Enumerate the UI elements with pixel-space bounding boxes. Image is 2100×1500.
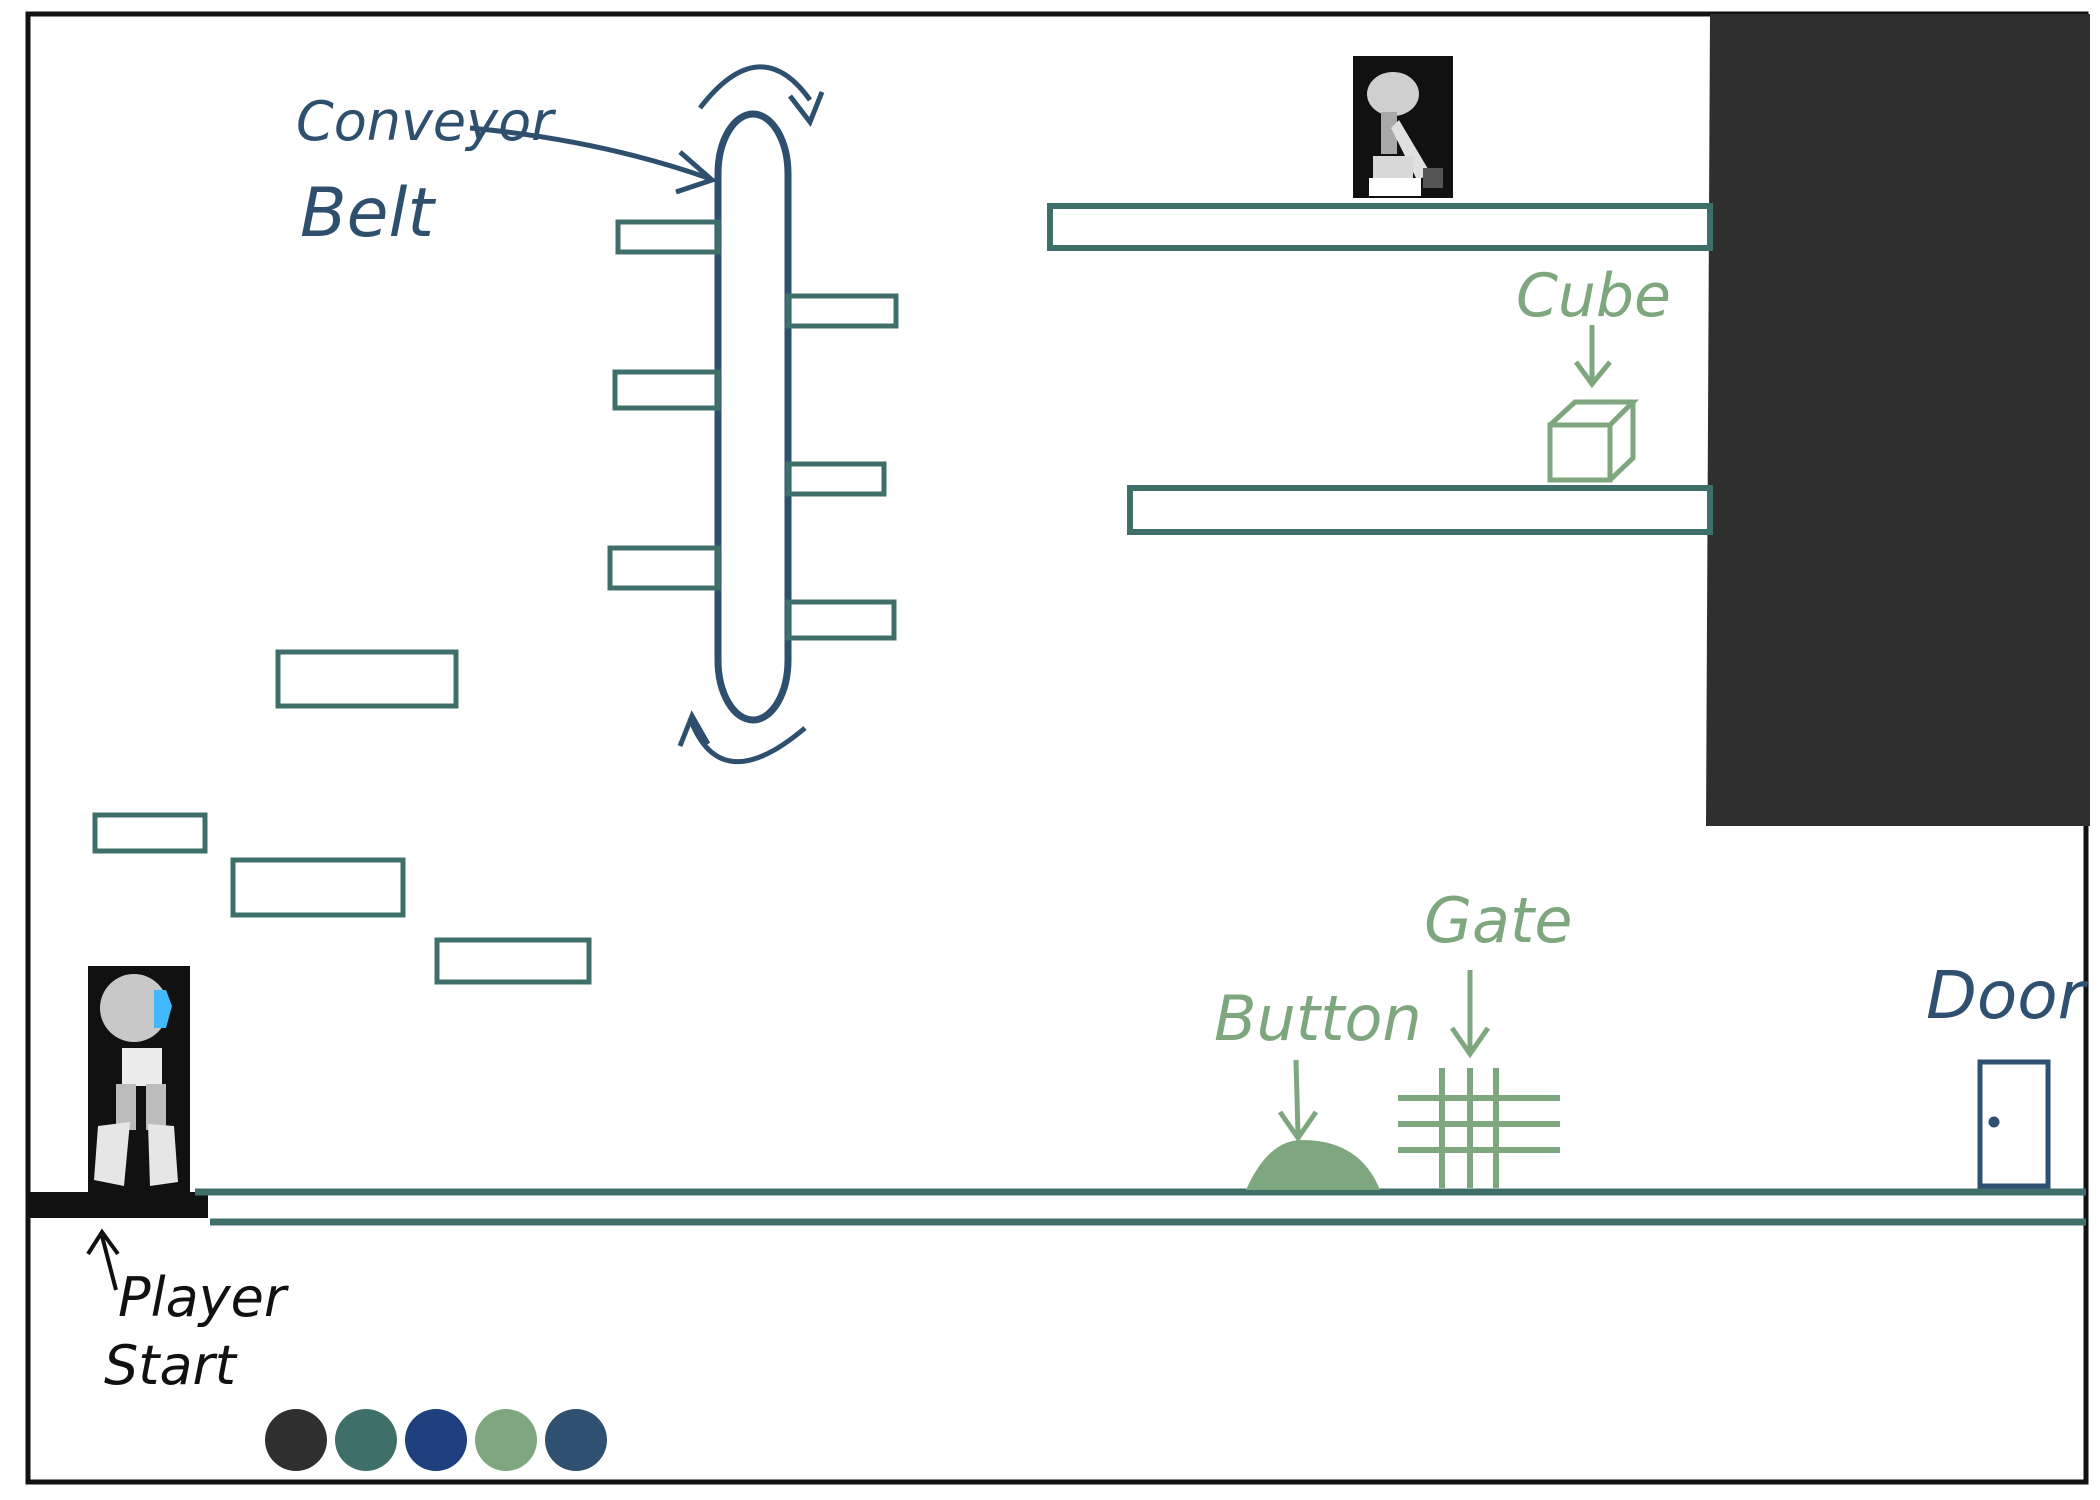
cube-icon	[1547, 399, 1640, 483]
conveyor-label-line2: Belt	[300, 174, 436, 253]
palette-swatch	[545, 1409, 607, 1471]
platform	[275, 649, 459, 709]
conveyor-label-line1: Conveyor	[296, 90, 556, 153]
upper-shelf-platform	[1047, 203, 1713, 251]
conveyor-platform	[615, 219, 721, 255]
button-pointer-arrow	[1277, 1059, 1319, 1143]
conveyor-platform	[785, 293, 899, 329]
rotation-arrow-icon	[687, 717, 807, 764]
gate-label: Gate	[1424, 884, 1573, 957]
palette-swatch	[405, 1409, 467, 1471]
platform	[434, 937, 592, 985]
conveyor-platform	[607, 545, 721, 591]
player-start-label-line2: Start	[104, 1334, 238, 1397]
player-start-label-line1: Player	[118, 1266, 289, 1329]
conveyor-pointer-arrow	[469, 125, 709, 181]
stair-platforms	[92, 649, 592, 985]
cube-label: Cube	[1516, 261, 1671, 331]
color-palette	[265, 1409, 607, 1471]
conveyor-belt	[607, 64, 899, 764]
player-start-ledge	[28, 1192, 208, 1218]
cube-pointer-arrow	[1573, 325, 1612, 389]
player-start-pointer-arrow	[86, 1228, 120, 1291]
button-label: Button	[1214, 982, 1422, 1055]
conveyor-platform	[785, 461, 887, 497]
door-icon	[1977, 1059, 2051, 1189]
conveyor-belt-loop	[714, 110, 792, 724]
gate-icon	[1398, 1068, 1560, 1188]
arrowhead-icon	[677, 710, 711, 747]
middle-shelf-platform	[1127, 485, 1713, 535]
platform	[230, 857, 406, 918]
robot-enemy-icon	[1353, 56, 1453, 198]
gate-pointer-arrow	[1449, 970, 1491, 1059]
palette-swatch	[335, 1409, 397, 1471]
door-label: Door	[1926, 957, 2089, 1034]
platform	[92, 812, 208, 854]
rotation-arrow-icon	[698, 64, 813, 110]
conveyor-platform	[785, 599, 897, 641]
wall-block	[1706, 14, 2090, 826]
arrowhead-icon	[788, 91, 825, 128]
palette-swatch	[475, 1409, 537, 1471]
palette-swatch	[265, 1409, 327, 1471]
arrowhead-icon	[675, 150, 717, 195]
robot-player-icon	[88, 966, 190, 1194]
conveyor-platform	[612, 369, 721, 411]
pressure-button-icon	[1246, 1140, 1380, 1190]
